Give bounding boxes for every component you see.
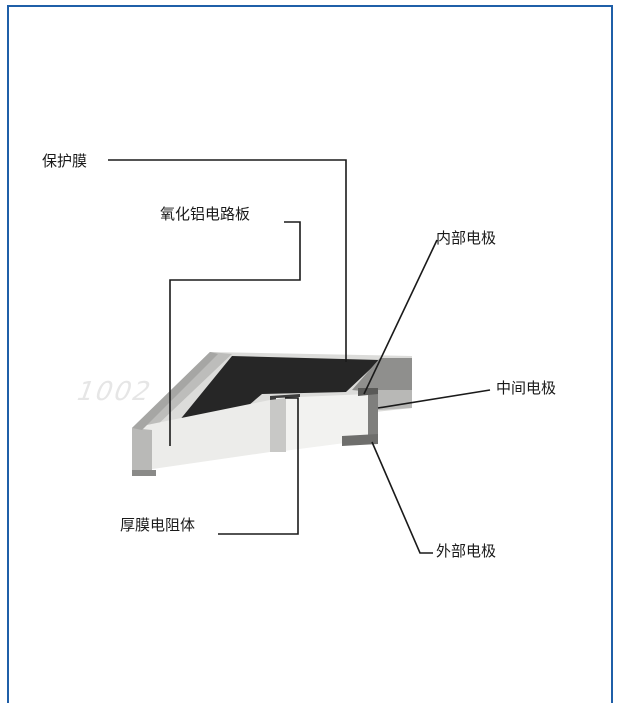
label-inner-electrode: 内部电极 (436, 229, 497, 247)
middle-electrode-layer (378, 390, 412, 410)
left-front-face (132, 400, 270, 472)
frame-border (7, 5, 613, 703)
step-face (270, 398, 286, 452)
leader-inner-electrode (363, 239, 438, 395)
leader-lines (108, 159, 491, 554)
left-bottom-cap (132, 470, 156, 476)
label-outer-electrode: 外部电极 (436, 542, 497, 560)
inner-electrode-layer (358, 388, 378, 396)
leader-middle-electrode (377, 389, 491, 409)
bottom-electrode (342, 434, 378, 446)
label-alumina-substrate: 氧化铝电路板 (160, 205, 251, 223)
left-side-shadow (132, 428, 152, 472)
leader-outer-electrode (371, 441, 433, 554)
leader-protective-film (108, 159, 347, 362)
label-thick-film-resistor: 厚膜电阻体 (120, 516, 196, 534)
label-protective-film: 保护膜 (42, 152, 88, 170)
component-marking: 1002 (72, 377, 157, 407)
right-cap-top (352, 358, 412, 392)
left-bevel (132, 352, 218, 430)
leader-alumina-substrate (169, 221, 301, 446)
leader-thick-film-resistor (218, 397, 299, 535)
label-middle-electrode: 中间电极 (496, 379, 557, 397)
outer-electrode-cap (368, 390, 378, 440)
chip-resistor-illustration: 1002 (72, 352, 412, 476)
